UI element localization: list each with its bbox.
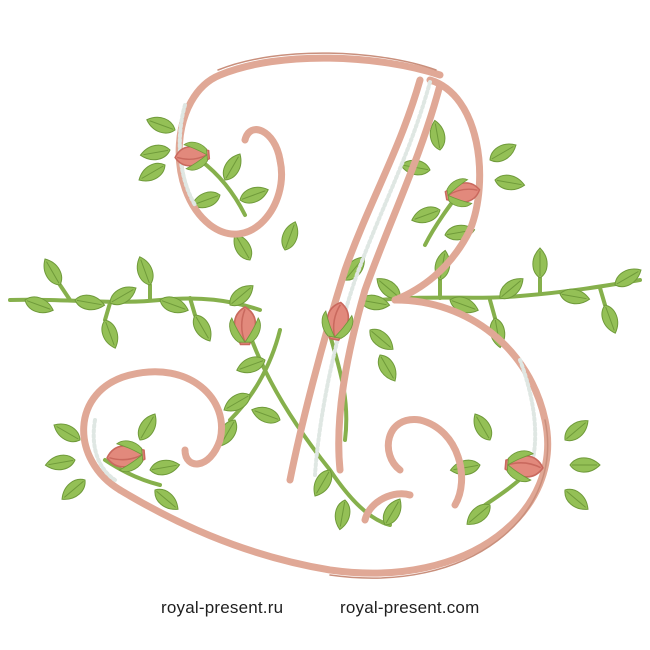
embroidery-artwork <box>8 52 646 579</box>
caption-site-ru: royal-present.ru <box>161 598 284 617</box>
rosebud-center-left <box>228 306 262 346</box>
rosebud-bottom-left <box>104 438 147 475</box>
letter-b <box>80 52 552 579</box>
vine-right <box>378 276 642 320</box>
caption-site-com: royal-present.com <box>340 598 480 617</box>
